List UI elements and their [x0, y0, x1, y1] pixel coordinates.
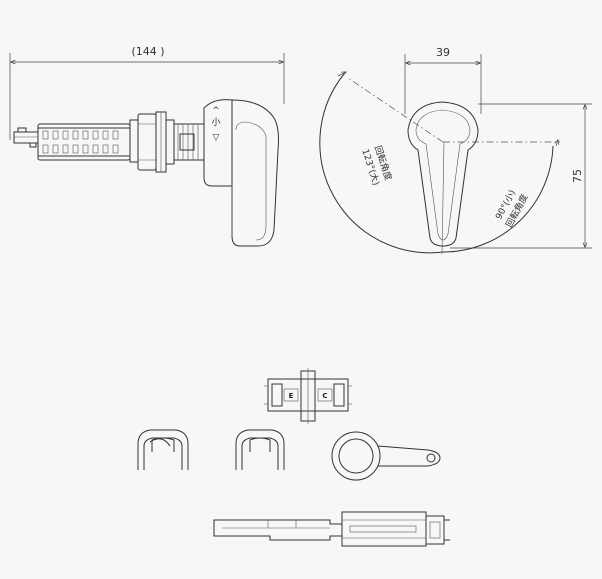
- side-view: (144 ): [9, 42, 285, 247]
- arrow-down-mark: ▽: [213, 133, 220, 143]
- lever-front: [407, 101, 479, 247]
- small-angle-label-group: 90°(小) 回転角度: [493, 188, 530, 229]
- rotation-sweep: [319, 72, 560, 255]
- connector-label-c: C: [322, 392, 327, 400]
- spindle-tail: [13, 126, 39, 149]
- height-dimension: 75: [450, 103, 592, 249]
- large-angle-label-group: 123°(大) 回転角度: [359, 144, 394, 187]
- width-dimension-label: 39: [436, 46, 450, 59]
- threaded-coupling: [173, 123, 205, 161]
- ring-wrench: [331, 431, 441, 481]
- connector-label-e: E: [289, 392, 294, 400]
- spindle-part: [213, 511, 450, 547]
- connector-part: E C: [264, 368, 352, 424]
- width-dimension: 39: [404, 46, 482, 114]
- length-dimension-label: (144 ): [131, 45, 164, 58]
- height-dimension-label: 75: [571, 169, 584, 183]
- front-view: 39 75 123°(大) 回転角度 90°(小): [319, 46, 592, 255]
- parts-group: E C: [137, 368, 450, 547]
- up-arrow-icon: ^: [212, 106, 220, 116]
- small-flow-mark: 小: [211, 117, 220, 128]
- retaining-clip-1: [137, 429, 189, 470]
- length-dimension: (144 ): [9, 42, 285, 140]
- mounting-nut: [129, 111, 175, 173]
- retaining-clip-2: [235, 429, 285, 470]
- lever-side-profile: 小 ▽ ^: [203, 99, 279, 247]
- perforated-sleeve: [37, 123, 131, 161]
